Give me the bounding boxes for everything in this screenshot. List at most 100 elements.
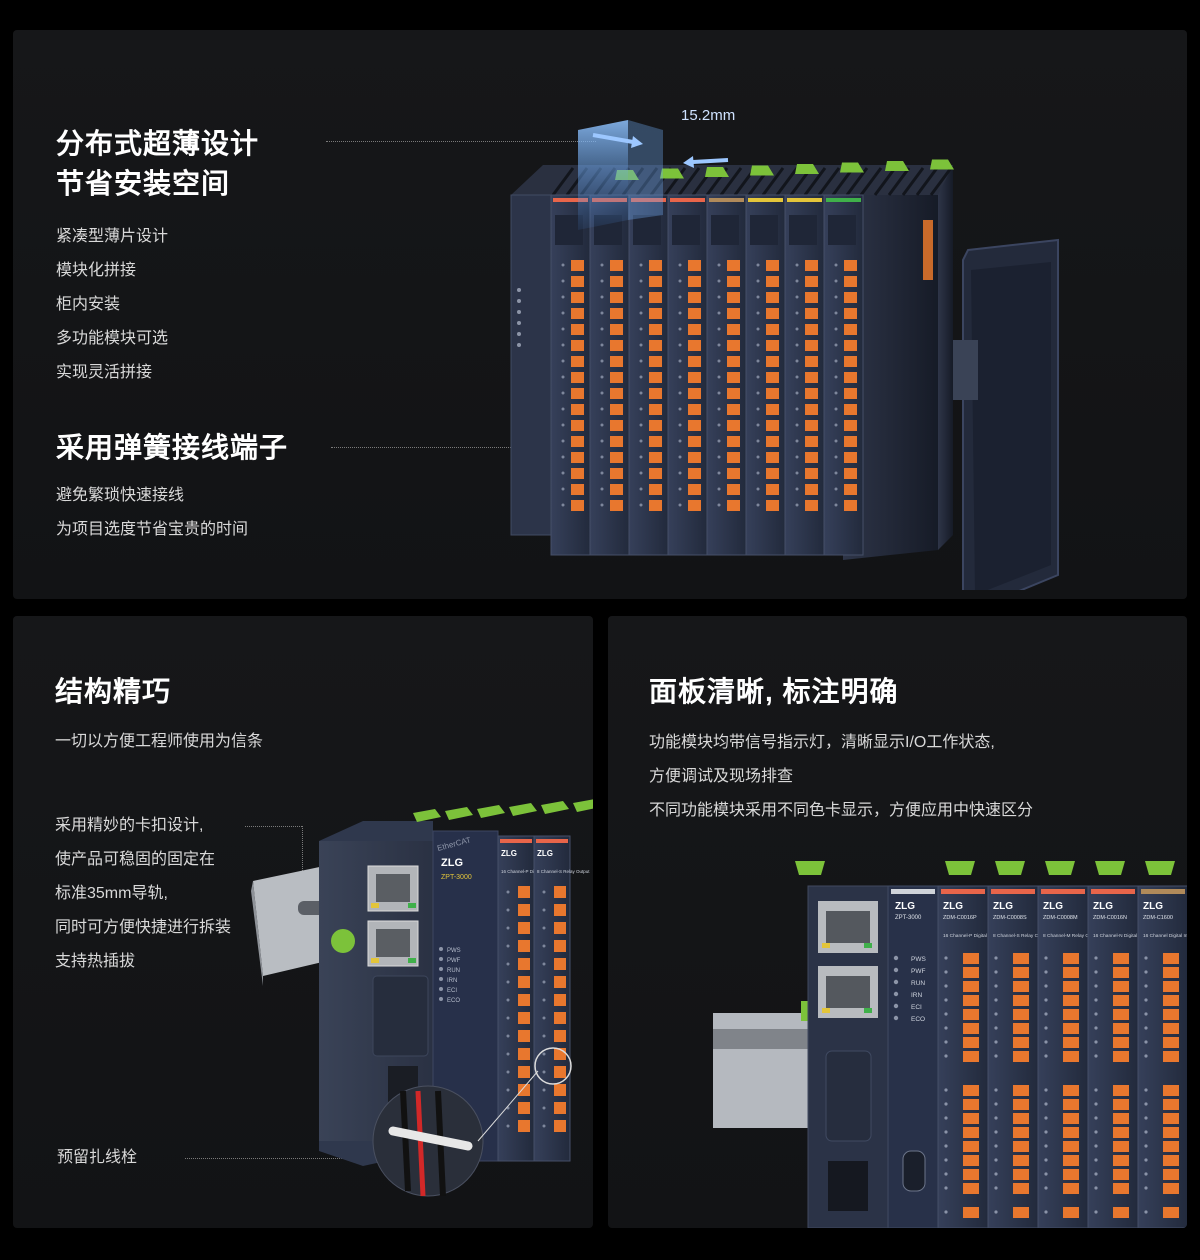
status-led-label: RUN xyxy=(911,980,925,987)
spring-terminal xyxy=(1163,967,1179,978)
spring-terminal xyxy=(963,967,979,978)
spring-terminal xyxy=(688,420,701,431)
spring-terminal xyxy=(727,340,740,351)
spring-terminal xyxy=(1163,1155,1179,1166)
spring-terminal xyxy=(1013,1183,1029,1194)
spring-terminal xyxy=(571,404,584,415)
spring-terminal xyxy=(1063,1155,1079,1166)
spring-terminal xyxy=(844,420,857,431)
coupler-model: ZPT-3000 xyxy=(895,915,922,921)
spring-terminal xyxy=(649,372,662,383)
spring-terminal xyxy=(554,922,566,934)
spring-terminal xyxy=(688,276,701,287)
spring-terminal xyxy=(610,276,623,287)
labeling-line-3: 不同功能模块采用不同色卡显示，方便应用中快速区分 xyxy=(649,802,1034,819)
spring-terminal xyxy=(963,1023,979,1034)
spring-terminal xyxy=(518,1012,530,1024)
spring-terminal xyxy=(518,886,530,898)
spring-terminal xyxy=(1163,1169,1179,1180)
brand-logo: ZLG xyxy=(537,849,553,858)
status-led xyxy=(517,343,521,347)
spring-terminal xyxy=(688,292,701,303)
io-module xyxy=(745,194,786,556)
release-clip xyxy=(445,807,473,820)
spring-line-2: 为项目选度节省宝贵的时间 xyxy=(56,521,249,538)
spring-terminal xyxy=(963,1169,979,1180)
spring-terminal xyxy=(1063,981,1079,992)
spring-terminal xyxy=(963,1155,979,1166)
status-led xyxy=(893,979,899,985)
io-module xyxy=(550,194,591,556)
spring-terminal xyxy=(805,388,818,399)
spring-terminal xyxy=(649,340,662,351)
spring-terminal xyxy=(1063,1127,1079,1138)
spring-terminal xyxy=(766,340,779,351)
spring-terminal xyxy=(554,940,566,952)
spring-terminal xyxy=(963,1037,979,1048)
status-led-label: PWS xyxy=(447,948,461,954)
color-stripe xyxy=(787,198,822,202)
status-led xyxy=(439,997,443,1001)
spring-terminal xyxy=(766,420,779,431)
spring-terminal xyxy=(844,308,857,319)
spring-terminal xyxy=(1063,1009,1079,1020)
spring-terminal xyxy=(766,436,779,447)
ethernet-port-2 xyxy=(818,966,878,1018)
spring-terminal xyxy=(1113,1207,1129,1218)
spring-terminal xyxy=(610,484,623,495)
release-clip xyxy=(930,159,954,170)
status-led-label: ECI xyxy=(911,1004,922,1011)
feature-1: 紧凑型薄片设计 xyxy=(56,228,169,245)
cable-tie-label: 预留扎线栓 xyxy=(57,1149,138,1166)
coupler-rail-illustration: ZLG ZPT-3000 EtherCAT PWSPWFRUNIRNECIECO… xyxy=(251,799,593,1197)
spring-terminal xyxy=(844,468,857,479)
spring-terminal xyxy=(1163,1141,1179,1152)
status-led xyxy=(439,947,443,951)
spring-terminal xyxy=(1113,1141,1129,1152)
spring-terminal xyxy=(766,260,779,271)
spring-terminal xyxy=(649,452,662,463)
spring-terminal xyxy=(727,468,740,479)
release-clip xyxy=(840,162,864,173)
spring-terminal xyxy=(518,940,530,952)
leader-cable xyxy=(185,1158,370,1159)
spring-terminal xyxy=(727,308,740,319)
panel-distributed-design: 分布式超薄设计 节省安装空间 紧凑型薄片设计 模块化拼接 柜内安装 多功能模块可… xyxy=(13,30,1187,599)
spring-terminal xyxy=(554,1066,566,1078)
spring-terminal xyxy=(1163,995,1179,1006)
release-clip xyxy=(660,168,684,179)
release-clip xyxy=(1045,861,1075,875)
io-module xyxy=(823,194,864,556)
brand-logo: ZLG xyxy=(993,901,1013,912)
spring-terminal xyxy=(688,404,701,415)
spring-terminal xyxy=(649,292,662,303)
spring-terminal xyxy=(688,468,701,479)
spring-terminal xyxy=(1113,995,1129,1006)
leader-line-thin xyxy=(326,141,596,142)
module-description: 16 Channel-N Digital Output xyxy=(1093,933,1154,939)
spring-terminal xyxy=(1163,1009,1179,1020)
spring-terminal xyxy=(1013,1009,1029,1020)
spring-terminal xyxy=(688,500,701,511)
ethernet-port-2 xyxy=(367,920,419,967)
spring-terminal xyxy=(727,452,740,463)
color-stripe xyxy=(826,198,861,202)
spring-terminal xyxy=(1013,1155,1029,1166)
spring-terminal xyxy=(727,260,740,271)
status-led xyxy=(517,288,521,292)
spring-terminal xyxy=(554,958,566,970)
spring-terminal xyxy=(610,436,623,447)
status-led xyxy=(517,310,521,314)
spring-terminal xyxy=(688,260,701,271)
spring-terminal xyxy=(649,484,662,495)
clip-line-5: 支持热插拔 xyxy=(55,953,136,970)
color-stripe xyxy=(1041,889,1085,894)
status-led-label: PWF xyxy=(447,958,461,964)
spring-terminal xyxy=(1163,1207,1179,1218)
spring-terminal xyxy=(649,468,662,479)
spring-terminal xyxy=(805,292,818,303)
color-stripe xyxy=(991,889,1035,894)
spring-terminal xyxy=(727,500,740,511)
